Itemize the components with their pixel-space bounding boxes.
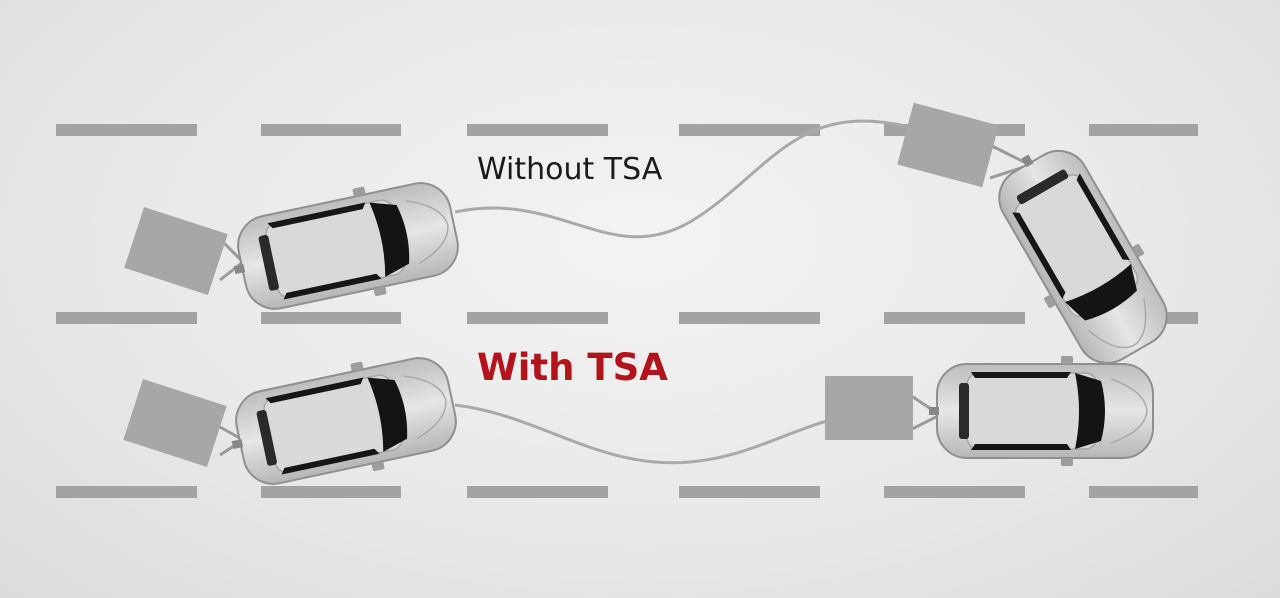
lane-marking [261, 312, 401, 324]
trailer-with-tsa-start [123, 378, 227, 468]
lane-marking [884, 486, 1025, 498]
car-with-tsa-start [220, 343, 465, 500]
car-with-tsa-end [928, 355, 1154, 467]
lane-marking [467, 486, 608, 498]
lane-marking [467, 124, 608, 136]
lane-marking [56, 486, 197, 498]
without-tsa-trajectory [454, 119, 961, 239]
with-tsa-trajectory [454, 403, 871, 465]
lane-marking [884, 312, 1025, 324]
trailer-with-tsa-end [825, 376, 913, 440]
lane-marking [56, 312, 197, 324]
lane-marking [467, 312, 608, 324]
lane-marking [56, 124, 197, 136]
without-tsa-label: Without TSA [477, 152, 663, 187]
lane-marking [261, 124, 401, 136]
with-tsa-label: With TSA [477, 346, 668, 389]
lane-marking [679, 124, 820, 136]
lane-marking [261, 486, 401, 498]
lane-marking [1089, 486, 1198, 498]
trailer-without-tsa-end [897, 102, 999, 188]
lane-marking [679, 486, 820, 498]
trailer-without-tsa-start [124, 206, 228, 296]
car-without-tsa-start [222, 168, 467, 325]
lane-marking [1089, 124, 1198, 136]
lane-marking [679, 312, 820, 324]
car-without-tsa-jackknifed [976, 128, 1186, 380]
